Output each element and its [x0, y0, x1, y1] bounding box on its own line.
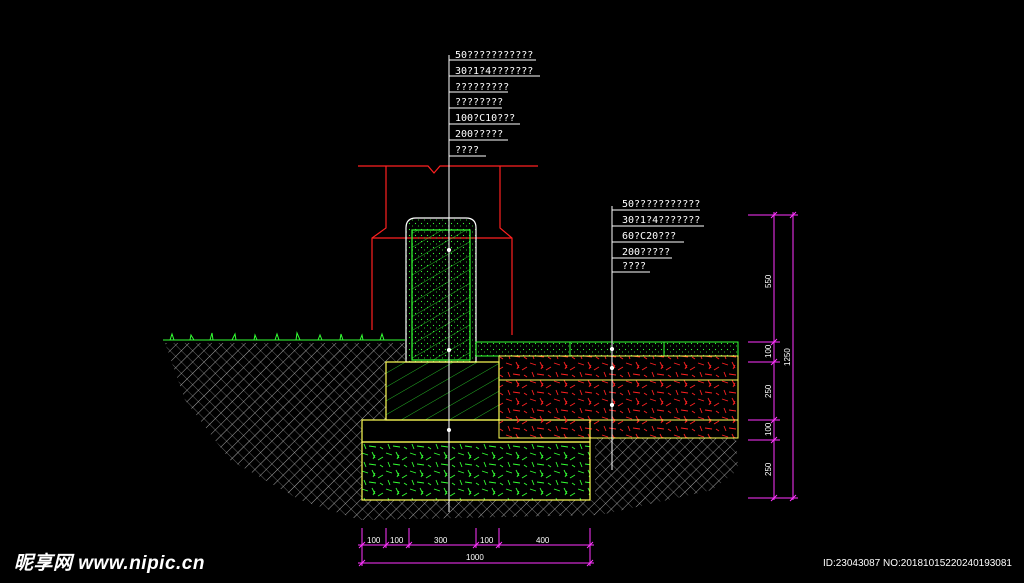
right-callout-line-5: ????	[622, 261, 646, 272]
callout-leaders	[446, 55, 615, 512]
right-callout: 50??????????? 30?1?4??????? 60?C20??? 20…	[612, 199, 704, 273]
curb-stone	[405, 217, 477, 363]
image-id: ID:23043087 NO:20181015220240193081	[822, 558, 1012, 569]
dim-bottom-total: 1000	[466, 553, 484, 562]
right-callout-line-1: 50???????????	[622, 199, 700, 210]
left-callout-line-2: 30?1?4???????	[455, 66, 533, 77]
dim-right-5: 250	[764, 462, 773, 476]
dim-bottom-4: 100	[480, 536, 494, 545]
dim-right-2: 100	[764, 344, 773, 358]
dim-right-total: 1250	[783, 348, 792, 366]
dim-bottom-2: 100	[390, 536, 404, 545]
right-dimension-labels: 550 100 250 100 250 1250	[764, 274, 792, 476]
dim-right-1: 550	[764, 274, 773, 288]
left-callout-line-6: 200?????	[455, 129, 503, 140]
left-callout-line-5: 100?C10???	[455, 113, 515, 124]
right-dimensions	[748, 211, 798, 502]
watermark: 昵享网 www.nipic.cn	[14, 553, 205, 574]
left-callout-line-3: ?????????	[455, 82, 509, 93]
right-callout-line-2: 30?1?4???????	[622, 215, 700, 226]
dim-bottom-3: 300	[434, 536, 448, 545]
soil-hatch	[165, 343, 738, 520]
left-callout-line-7: ????	[455, 145, 479, 156]
reference-outline	[358, 165, 538, 335]
right-callout-line-4: 200?????	[622, 247, 670, 258]
left-callout-line-4: ????????	[455, 97, 503, 108]
right-callout-line-3: 60?C20???	[622, 231, 676, 242]
bottom-dimension-labels: 100 100 300 100 400 1000	[367, 536, 550, 562]
dim-bottom-5: 400	[536, 536, 550, 545]
dim-right-3: 250	[764, 384, 773, 398]
bottom-dimensions	[358, 528, 594, 567]
left-callout-line-1: 50???????????	[455, 50, 533, 61]
dim-right-4: 100	[764, 422, 773, 436]
pavement-layers	[475, 341, 739, 439]
left-callout: 50??????????? 30?1?4??????? ????????? ??…	[449, 50, 540, 157]
dim-bottom-1: 100	[367, 536, 381, 545]
grass-line	[163, 331, 405, 341]
